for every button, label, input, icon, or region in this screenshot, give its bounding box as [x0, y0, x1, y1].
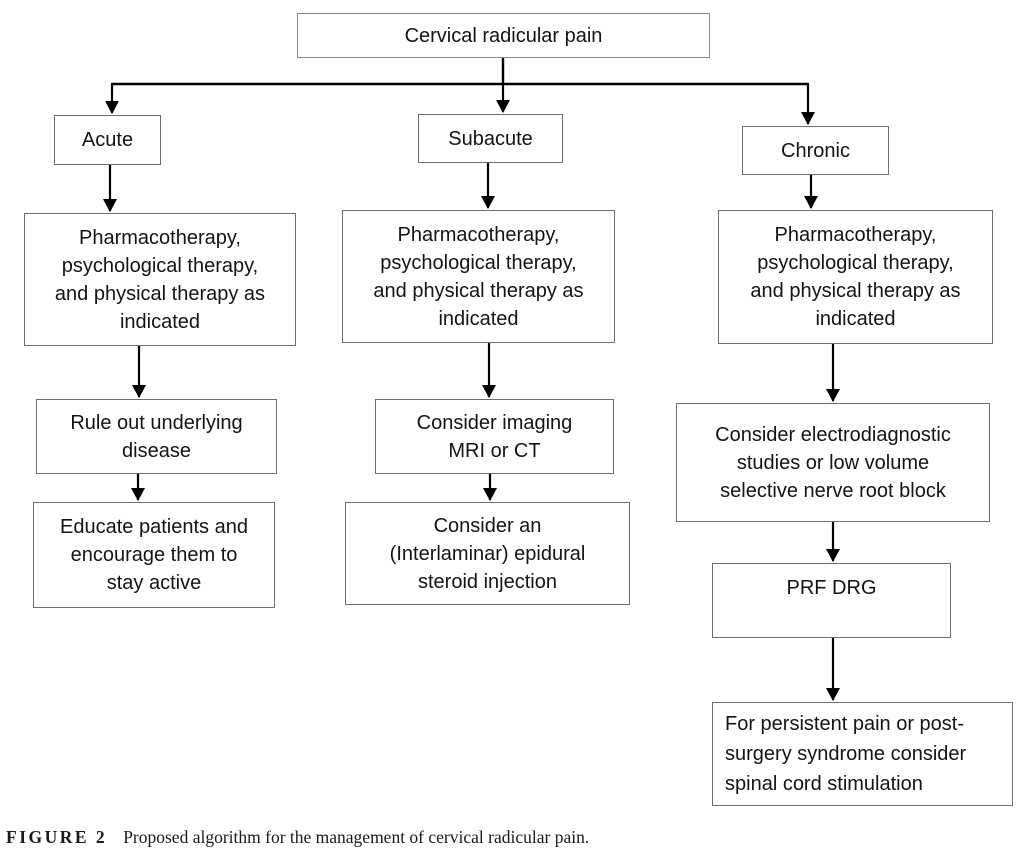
node-educate-patients: Educate patients and encourage them to s… — [33, 502, 275, 608]
node-consider-imaging: Consider imaging MRI or CT — [375, 399, 614, 474]
node-acute: Acute — [54, 115, 161, 165]
node-epidural-steroid-injection: Consider an (Interlaminar) epidural ster… — [345, 502, 630, 605]
figure-caption: FIGURE 2 Proposed algorithm for the manag… — [6, 827, 1016, 848]
node-cervical-radicular-pain: Cervical radicular pain — [297, 13, 710, 58]
node-chronic: Chronic — [742, 126, 889, 175]
node-chronic-pharmacotherapy: Pharmacotherapy, psychological therapy, … — [718, 210, 993, 344]
node-subacute-pharmacotherapy: Pharmacotherapy, psychological therapy, … — [342, 210, 615, 343]
figure-caption-label: FIGURE 2 — [6, 827, 108, 847]
node-acute-pharmacotherapy: Pharmacotherapy, psychological therapy, … — [24, 213, 296, 346]
node-prf-drg: PRF DRG — [712, 563, 951, 638]
node-spinal-cord-stimulation: For persistent pain or post- surgery syn… — [712, 702, 1013, 806]
node-electrodiagnostic-studies: Consider electrodiagnostic studies or lo… — [676, 403, 990, 522]
node-subacute: Subacute — [418, 114, 563, 163]
figure-caption-text: Proposed algorithm for the management of… — [123, 827, 590, 847]
node-rule-out-disease: Rule out underlying disease — [36, 399, 277, 474]
